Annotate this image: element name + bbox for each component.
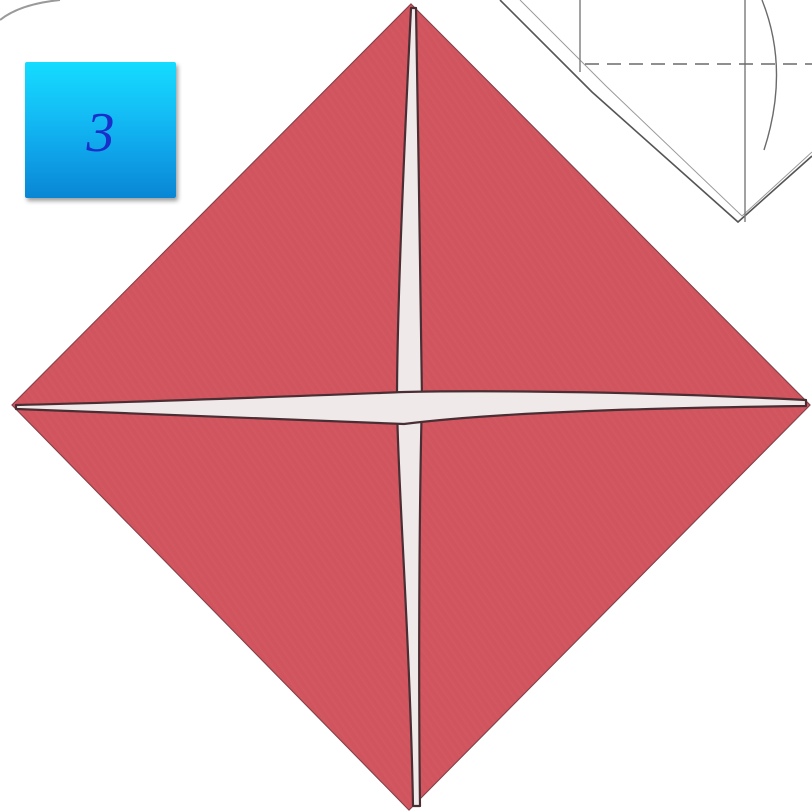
crease-intersection	[395, 395, 421, 421]
step-number-badge: 3	[25, 62, 176, 198]
sketch-corner-arc	[0, 0, 60, 20]
step-number: 3	[87, 105, 115, 161]
